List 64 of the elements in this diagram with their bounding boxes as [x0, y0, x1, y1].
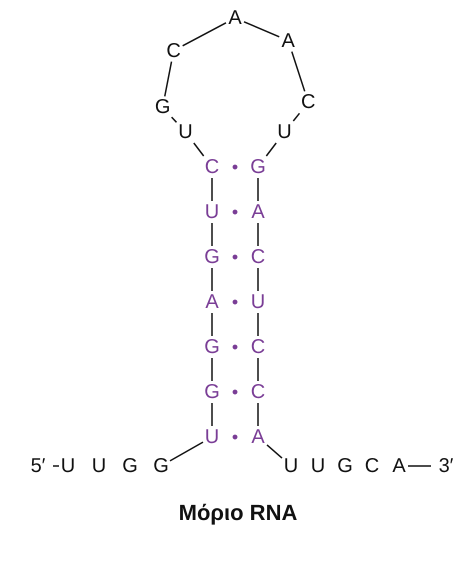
backbone-line — [244, 21, 280, 38]
strand-end-label: 3′ — [432, 455, 460, 477]
base-letter: G — [336, 455, 354, 477]
backbone-line — [164, 61, 172, 97]
base-pair-dot: • — [230, 426, 240, 448]
backbone-line — [53, 465, 59, 467]
base-letter: U — [203, 426, 221, 448]
base-letter: C — [299, 91, 318, 114]
base-letter: A — [249, 426, 267, 448]
strand-end-label: 5′ — [24, 455, 52, 477]
base-letter: U — [276, 121, 294, 143]
backbone-line — [171, 116, 178, 123]
backbone-line — [211, 223, 213, 246]
base-letter: C — [164, 40, 183, 62]
base-letter: G — [152, 455, 170, 477]
base-letter: U — [249, 291, 267, 313]
backbone-line — [292, 112, 300, 122]
base-letter: A — [390, 455, 408, 477]
backbone-line — [266, 444, 282, 459]
backbone-line — [211, 313, 213, 336]
base-letter: U — [59, 455, 77, 477]
backbone-line — [170, 441, 204, 462]
base-letter: C — [249, 246, 267, 268]
backbone-line — [182, 22, 226, 46]
backbone-line — [257, 223, 259, 246]
base-pair-dot: • — [230, 336, 240, 358]
base-pair-dot: • — [230, 156, 240, 178]
backbone-line — [257, 313, 259, 336]
backbone-line — [211, 403, 213, 426]
base-letter: G — [121, 455, 139, 477]
backbone-line — [408, 465, 431, 467]
base-letter: G — [154, 96, 172, 118]
base-letter: A — [203, 291, 221, 313]
backbone-line — [193, 142, 204, 156]
backbone-line — [257, 178, 259, 201]
base-letter: A — [279, 30, 298, 52]
base-letter: C — [249, 336, 267, 358]
backbone-line — [257, 403, 259, 426]
backbone-line — [266, 142, 277, 156]
backbone-line — [291, 51, 306, 92]
base-letter: U — [282, 455, 300, 477]
diagram-caption: Μόριο RNA — [178, 500, 298, 526]
base-pair-dot: • — [230, 201, 240, 223]
backbone-line — [211, 178, 213, 201]
backbone-line — [211, 358, 213, 381]
base-letter: A — [226, 7, 244, 29]
base-letter: C — [363, 455, 381, 477]
backbone-line — [257, 268, 259, 291]
base-letter: G — [203, 381, 221, 403]
base-letter: U — [203, 201, 221, 223]
base-letter: A — [249, 201, 267, 223]
base-pair-dot: • — [230, 246, 240, 268]
base-letter: C — [249, 381, 267, 403]
base-pair-dot: • — [230, 291, 240, 313]
base-letter: U — [176, 121, 194, 143]
base-letter: U — [309, 455, 327, 477]
base-letter: G — [249, 156, 267, 178]
base-letter: U — [90, 455, 108, 477]
base-pair-dot: • — [230, 381, 240, 403]
base-letter: G — [203, 336, 221, 358]
base-letter: C — [203, 156, 221, 178]
backbone-line — [257, 358, 259, 381]
backbone-line — [211, 268, 213, 291]
base-letter: G — [203, 246, 221, 268]
